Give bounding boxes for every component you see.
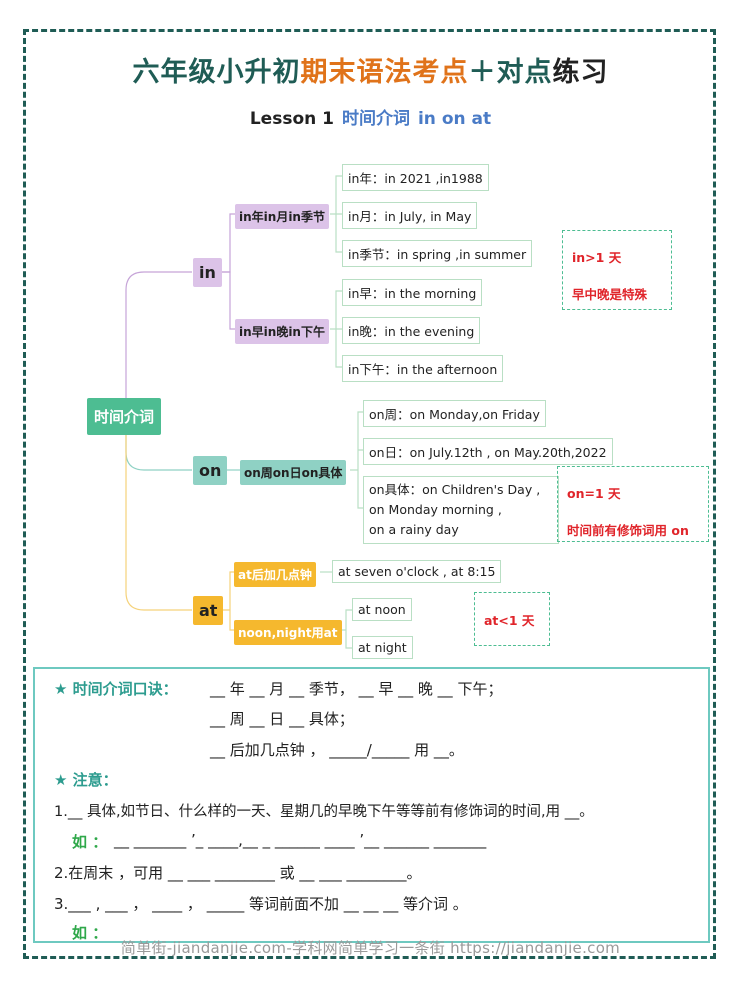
on-leaf-date: on日：on July.12th , on May.20th,2022 (363, 438, 613, 465)
exercise-box (33, 667, 710, 943)
rhyme-line-2: __ 周 __ 日 __ 具体； (210, 710, 354, 728)
in-branch-day-parts: in早in晚in下午 (235, 319, 329, 344)
at-rule-note: at<1 天 (474, 592, 550, 646)
in-rule-text: in>1 天 (572, 250, 622, 265)
note-item-2: 2.在周末 ，可用 __ ___ ________ 或 __ ___ _____… (54, 864, 422, 882)
at-branch-noon-night: noon,night用at (234, 620, 342, 645)
title-part-3: ＋对点 (468, 57, 553, 88)
on-specific-line-1: on具体：on Children's Day , (369, 482, 541, 497)
example-1-label: 如 ： (72, 833, 108, 851)
in-leaf-morning: in早：in the morning (342, 279, 483, 306)
title-part-1: 六年级小升初 (132, 57, 301, 88)
on-rule-note: on=1 天 时间前有修饰词用 on (557, 466, 709, 542)
in-leaf-year: in年：in 2021 ,in1988 (342, 164, 489, 191)
on-leaf-weekday: on周：on Monday,on Friday (363, 400, 546, 427)
in-exception-text: 早中晚是特殊 (572, 287, 648, 302)
in-leaf-evening: in晚：in the evening (342, 317, 481, 344)
page-footer: 简单街-jiandanjie.com-学科网简单学习一条街 https://ji… (120, 939, 621, 957)
title-part-4: 练习 (552, 57, 609, 88)
lesson-words: in on at (417, 109, 492, 129)
at-rule-text: at<1 天 (484, 613, 535, 628)
on-modifier-text: 时间前有修饰词用 on (567, 523, 689, 538)
on-branch: on周on日on具体 (240, 460, 347, 485)
on-node: on (193, 456, 228, 485)
at-node: at (193, 596, 224, 625)
on-leaf-specific: on具体：on Children's Day , on Monday morni… (363, 476, 559, 544)
note-item-3: 3.___ , ___ ， ____ ， _____ 等词前面不加 __ __ … (54, 895, 468, 913)
example-3-label: 如 ： (72, 924, 108, 942)
in-leaf-afternoon: in下午：in the afternoon (342, 355, 504, 382)
page-title: 六年级小升初期末语法考点＋对点练习 (0, 50, 741, 89)
rhyme-line-1: __ 年 __ 月 __ 季节， __ 早 __ 晚 __ 下午； (210, 680, 503, 698)
lesson-subtitle: Lesson 1 时间介词 in on at (0, 104, 741, 129)
title-part-2: 期末语法考点 (300, 57, 469, 88)
in-branch-year-month-season: in年in月in季节 (235, 204, 329, 229)
rhyme-line-3: __ 后加几点钟 ， _____/_____ 用 __。 (210, 741, 464, 759)
in-rule-note: in>1 天 早中晚是特殊 (562, 230, 672, 310)
rhyme-heading: ★ 时间介词口诀： (54, 680, 178, 698)
on-specific-line-2: on Monday morning , (369, 502, 502, 517)
at-leaf-night: at night (352, 636, 413, 659)
on-rule-text: on=1 天 (567, 486, 621, 501)
notes-heading: ★ 注意： (54, 771, 118, 789)
at-leaf-noon: at noon (352, 598, 412, 621)
mindmap-root: 时间介词 (87, 398, 162, 435)
at-leaf-clock: at seven o'clock , at 8:15 (332, 560, 502, 583)
in-node: in (193, 258, 222, 287)
in-leaf-season: in季节：in spring ,in summer (342, 240, 533, 267)
mindmap-connectors (125, 175, 363, 649)
page-frame (23, 29, 716, 959)
lesson-topic: 时间介词 (341, 109, 410, 129)
at-branch-clock: at后加几点钟 (234, 562, 316, 587)
example-1-blanks: __ _______ ’_ ____,__ _ ______ ____ ’__ … (114, 831, 487, 849)
lesson-number: Lesson 1 (249, 109, 334, 129)
on-specific-line-3: on a rainy day (369, 522, 459, 537)
in-leaf-month: in月：in July, in May (342, 202, 478, 229)
note-item-1: 1.__ 具体,如节日、什么样的一天、星期几的早晚下午等等前有修饰词的时间,用 … (54, 804, 594, 820)
